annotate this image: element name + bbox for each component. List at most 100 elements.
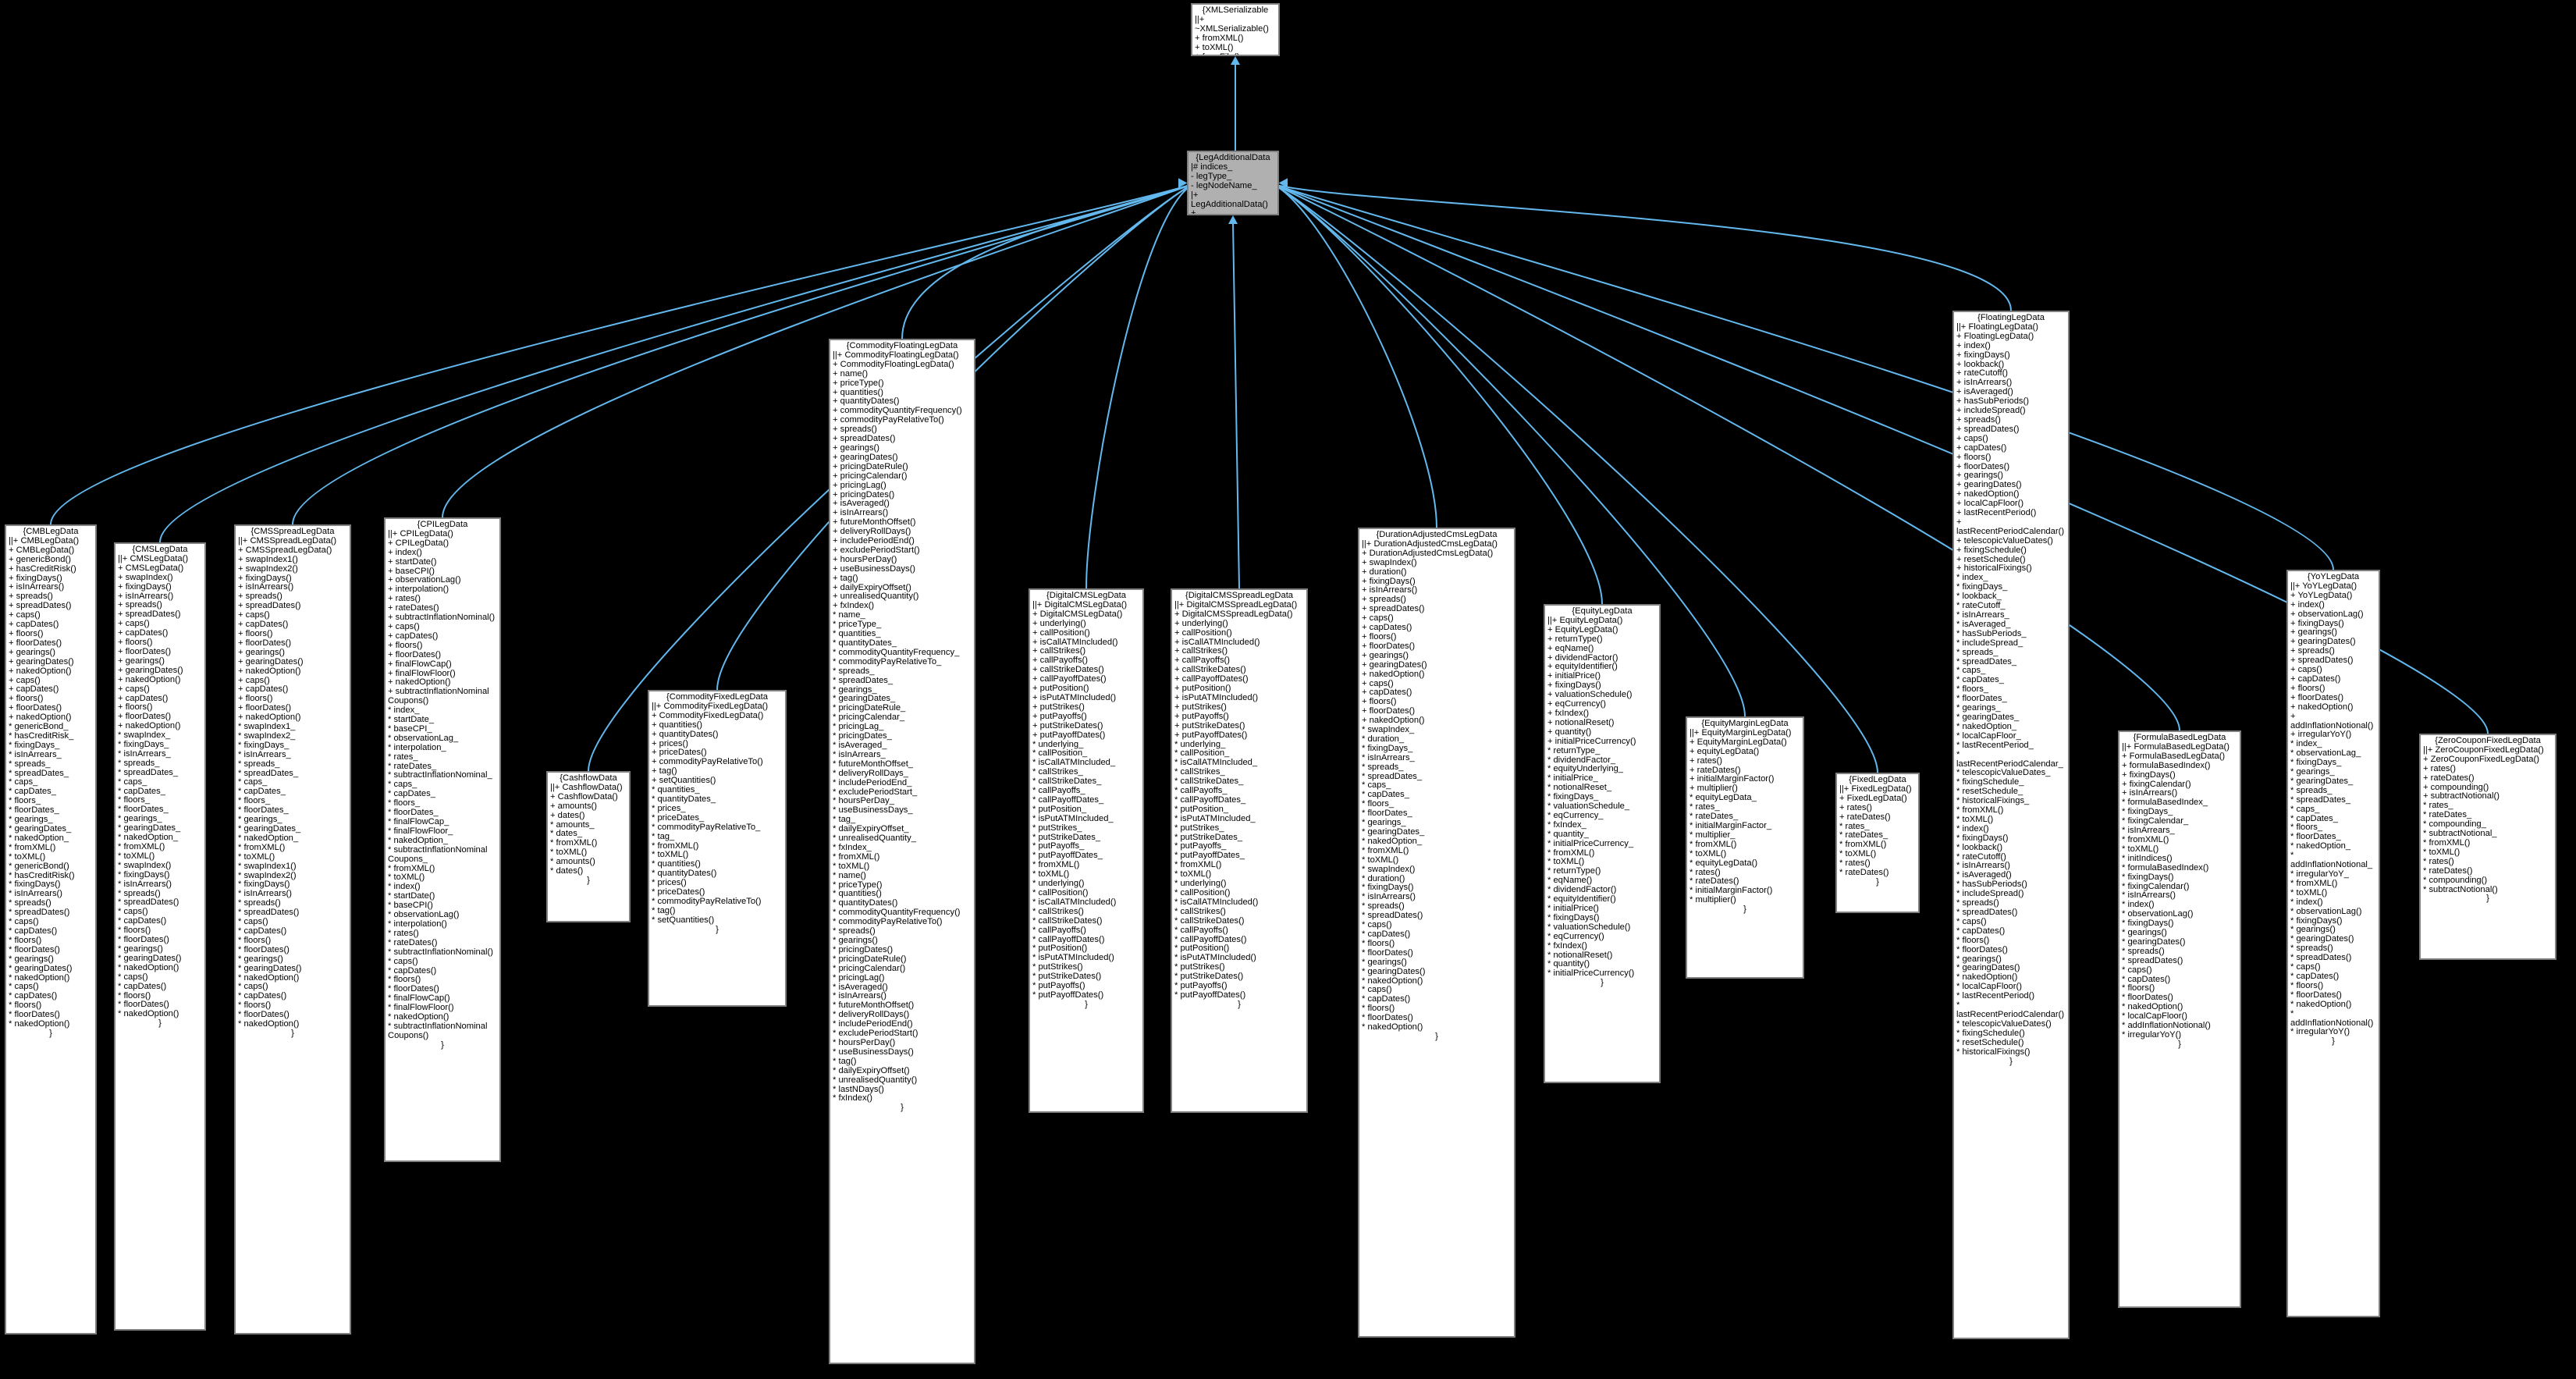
class-member: * subtractNotional_ [2423,829,2497,839]
class-member: * formulaBasedIndex_ [2122,798,2208,808]
class-member: * caps_ [118,777,147,787]
class-node-digitalcmsspreadlegdata[interactable]: {DigitalCMSSpreadLegData||+ DigitalCMSSp… [1171,588,1308,1113]
class-member: * isInArrears() [9,889,62,899]
class-node-cpilegdata[interactable]: {CPILegData||+ CPILegData()+ CPILegData(… [384,517,501,1162]
class-member: * caps_ [1362,780,1391,791]
class-member: ||+ DigitalCMSSpreadLegData() [1174,599,1298,610]
class-node-equitymarginlegdata[interactable]: {EquityMarginLegData||+ EquityMarginLegD… [1686,716,1804,979]
class-node-formulabasedlegdata[interactable]: {FormulaBasedLegData||+ FormulaBasedLegD… [2118,730,2241,1308]
class-member: * nakedOption() [118,1009,179,1019]
class-member: * fixingDays() [118,869,170,880]
class-member: + caps() [1362,613,1394,624]
class-member: * toXML() [2423,847,2461,857]
class-member: * floorDates() [9,1010,60,1020]
class-member: ||+ CommodityFixedLegData() [652,701,769,711]
class-node-cmslegdata[interactable]: {CMSLegData||+ CMSLegData()+ CMSLegData(… [114,542,206,1331]
class-member: * pricingDateRule() [833,954,907,964]
class-member: * fromXML() [1839,840,1887,850]
class-member: + baseCPI() [388,566,435,576]
class-member: * floors() [388,975,421,985]
class-member: * floors() [2122,983,2155,993]
class-node-digitalcmslegdata[interactable]: {DigitalCMSLegData||+ DigitalCMSLegData(… [1029,588,1144,1113]
class-member: * floorDates() [9,944,60,954]
class-member: + YoYLegData() [2290,590,2353,600]
inheritance-edge-cmblegdata [50,182,1196,525]
class-member: * spreadDates() [1362,911,1423,921]
class-member: * lookback() [1956,842,2003,852]
class-member: * caps() [118,907,148,917]
class-node-xmlserializable[interactable]: {XMLSerializable||+ ~XMLSerializable()+ … [1191,3,1280,56]
class-member: + rates() [1839,802,1872,812]
class-member: * floorDates() [1956,944,2008,954]
class-member: * callPayoffs() [1174,925,1228,935]
class-member: + spreads() [238,592,282,602]
class-member: * nakedOption() [9,1019,70,1029]
inheritance-arrow-digitalcmslegdata [1178,178,1187,188]
class-member: + compounding() [2423,782,2489,792]
class-member: * callStrikeDates_ [1032,777,1102,787]
class-member: * useBusinessDays() [833,1047,914,1057]
class-member: + floors() [118,702,153,713]
class-node-title: {CPILegData [417,520,468,529]
class-member: * fixingDays() [9,880,61,890]
class-node-cmsspreadlegdata[interactable]: {CMSSpreadLegData||+ CMSSpreadLegData()+… [234,524,351,1335]
class-member: * caps() [118,972,148,982]
class-member: * deliveryRollDays_ [833,768,908,778]
class-member: + excludePeriodStart() [833,545,920,555]
class-node-title: {DigitalCMSLegData [1046,591,1126,600]
class-node-title: {CommodityFixedLegData [666,692,768,702]
class-node-close-brace: } [1876,876,1879,887]
class-member: * fromXML() [1690,839,1737,849]
class-member: + capDates() [238,684,289,695]
class-node-commodityfixedlegdata[interactable]: {CommodityFixedLegData||+ CommodityFixed… [648,690,787,1007]
class-node-durationadjustedcmslegdata[interactable]: {DurationAdjustedCmsLegData||+ DurationA… [1358,528,1515,1338]
class-node-equitylegdata[interactable]: {EquityLegData||+ EquityLegData()+ Equit… [1544,604,1661,1083]
class-node-yoylegdata[interactable]: {YoYLegData||+ YoYLegData()+ YoYLegData(… [2286,570,2380,1317]
class-member: + lookback() [1956,359,2005,369]
class-node-fixedlegdata[interactable]: {FixedLegData||+ FixedLegData()+ FixedLe… [1835,773,1920,913]
class-node-commodityfloatinglegdata[interactable]: {CommodityFloatingLegData||+ CommodityFl… [829,339,975,1364]
class-member: * spreadDates_ [833,675,894,685]
class-member: * fromXML() [2290,878,2338,888]
class-member: * underlying() [1032,879,1085,889]
class-member: * baseCPI() [388,901,433,911]
class-member: + callStrikes() [1032,646,1086,656]
class-member: * gearingDates() [238,963,302,973]
class-member: + historicalFixings() [1956,563,2032,574]
class-member: * floors() [1956,935,1990,945]
class-member: + spreadDates() [9,601,72,611]
class-member: * fixingDays_ [118,740,169,750]
class-member: + caps() [2290,665,2322,675]
class-member: + gearings() [833,442,880,453]
class-member: * pricingDates() [833,944,894,954]
class-member: * observationLag() [388,910,460,920]
class-member: * spreads() [238,898,281,908]
class-member: * nakedOption_ [238,833,299,843]
class-member: + nakedOption() [238,713,301,723]
class-member: + isInArrears() [9,582,65,592]
class-member: * dailyExpiryOffset_ [833,824,909,834]
class-node-zerocouponfixedlegdata[interactable]: {ZeroCouponFixedLegData||+ ZeroCouponFix… [2419,734,2556,960]
class-node-floatinglegdata[interactable]: {FloatingLegData||+ FloatingLegData()+ F… [1952,311,2070,1339]
class-member: + floors() [2290,683,2326,693]
class-node-close-brace: } [158,1018,162,1029]
class-member: * spreads_ [833,666,875,676]
class-member: ||+ CommodityFloatingLegData() [833,350,959,360]
class-member: * dailyExpiryOffset() [833,1065,910,1075]
class-member: * priceDates_ [652,812,705,823]
class-member: * localCapFloor_ [1956,730,2021,741]
class-member: + putStrikes() [1032,702,1085,712]
class-node-legadditionaldata[interactable]: {LegAdditionalData|# indices_- legType_-… [1187,151,1279,215]
class-member: + amounts() [550,801,598,811]
class-node-cmblegdata[interactable]: {CMBLegData||+ CMBLegData()+ CMBLegData(… [5,524,97,1335]
class-member: * putPayoffs_ [1032,841,1085,851]
class-member: * initialPriceCurrency() [1547,968,1635,979]
class-member: * priceDates() [652,887,705,897]
inheritance-arrow-yoylegdata [1279,178,1288,188]
class-member: * callStrikeDates() [1032,915,1103,926]
inheritance-arrow-digitalcmsspreadlegdata [1228,215,1238,224]
class-member: * rateDates() [388,937,438,947]
class-member: + underlying() [1174,618,1228,628]
class-member: + pricingCalendar() [833,471,908,481]
class-node-cashflowdata[interactable]: {CashflowData||+ CashflowData()+ Cashflo… [546,771,631,922]
